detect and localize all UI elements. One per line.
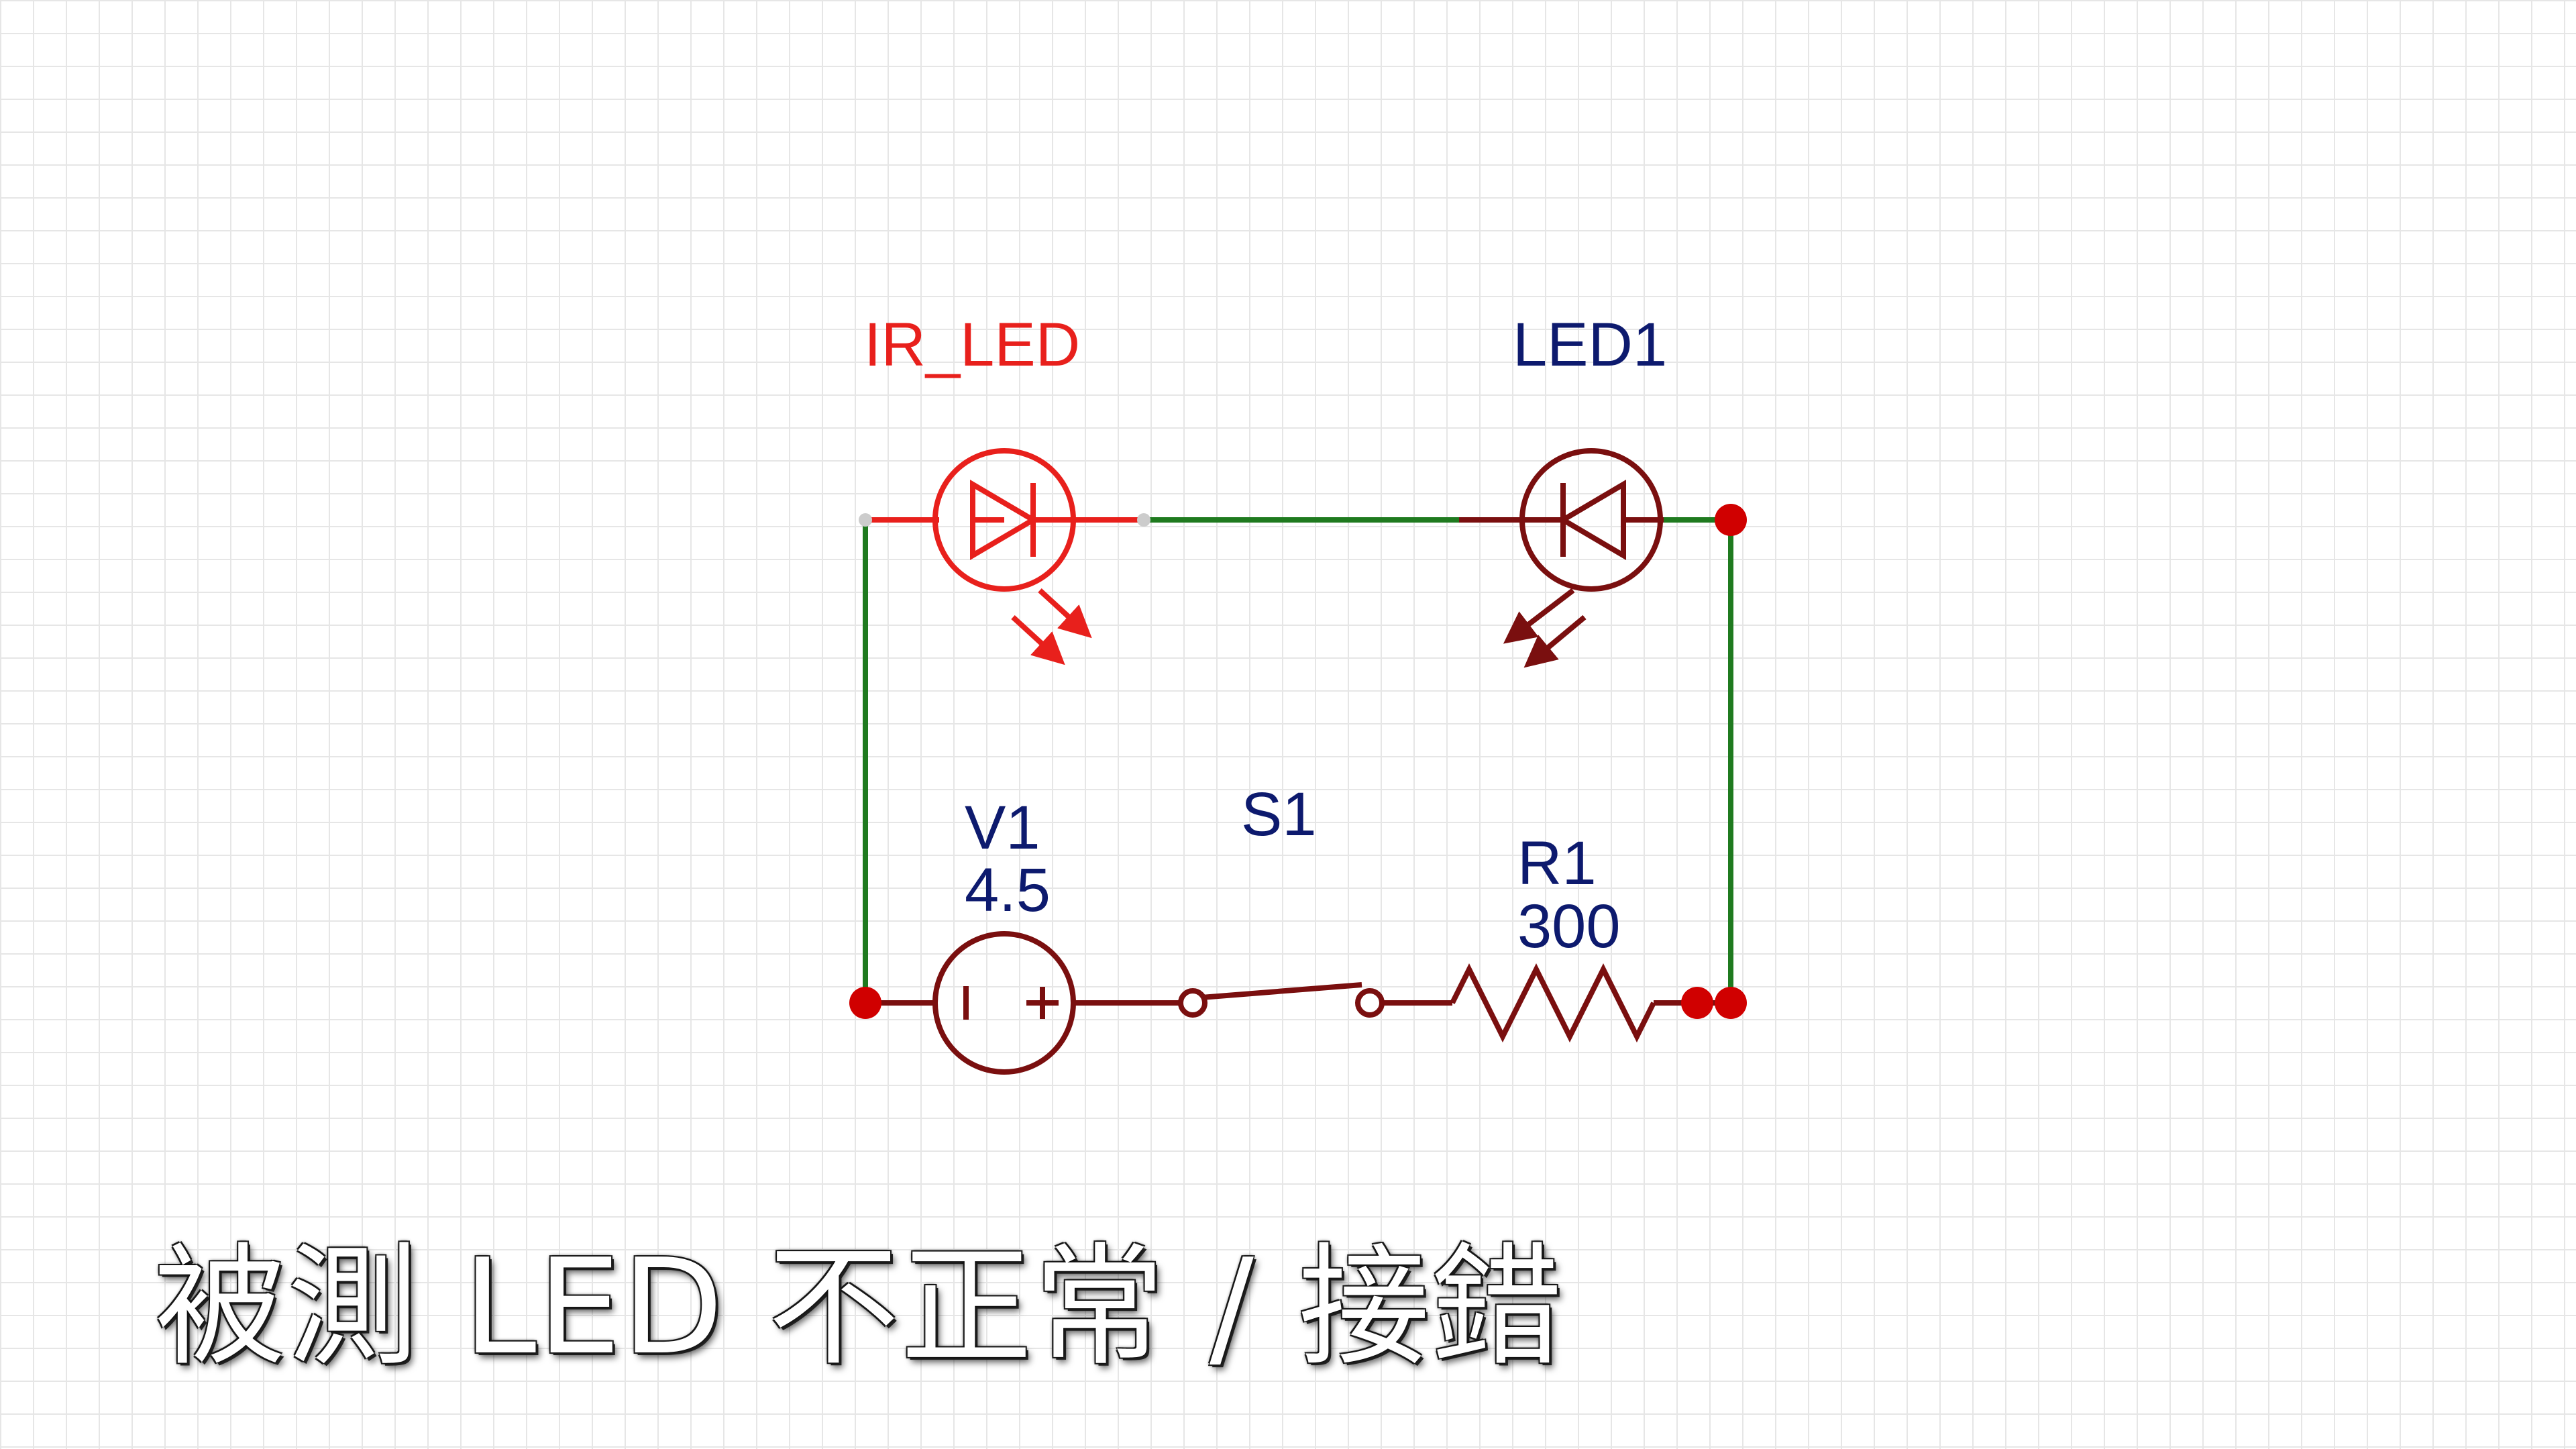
led1-label: LED1 [1513, 311, 1667, 379]
ir-emit-arrow-1 [1038, 588, 1092, 639]
node-bottom-left [849, 987, 881, 1019]
ir-led-pin-right [1137, 513, 1150, 527]
led1-arrow-1 [1503, 588, 1575, 644]
caption-subtitle: 被測 LED 不正常 / 接錯 [154, 1231, 1564, 1384]
node-bottom-right-b [1715, 987, 1747, 1019]
r1-value: 300 [1517, 892, 1621, 961]
ir-led-symbol[interactable] [865, 448, 1144, 665]
v1-value: 4.5 [965, 856, 1051, 924]
wires [863, 517, 1733, 1003]
s1-switch-symbol[interactable] [1178, 982, 1385, 1018]
v1-source-symbol[interactable] [932, 931, 1076, 1075]
r1-label: R1 [1517, 829, 1597, 898]
v1-label: V1 [965, 794, 1040, 862]
ir-led-label: IR_LED [864, 311, 1080, 379]
s1-label: S1 [1241, 780, 1317, 849]
ir-emit-arrow-2 [1011, 615, 1065, 665]
node-top-right [1715, 504, 1747, 536]
node-bottom-right-a [1681, 987, 1713, 1019]
led1-arrow-2 [1523, 614, 1587, 668]
led1-symbol[interactable] [1459, 448, 1664, 668]
junction-nodes [849, 504, 1747, 1019]
ir-led-pin-left [859, 513, 872, 527]
r1-resistor-symbol[interactable] [1450, 963, 1656, 1042]
